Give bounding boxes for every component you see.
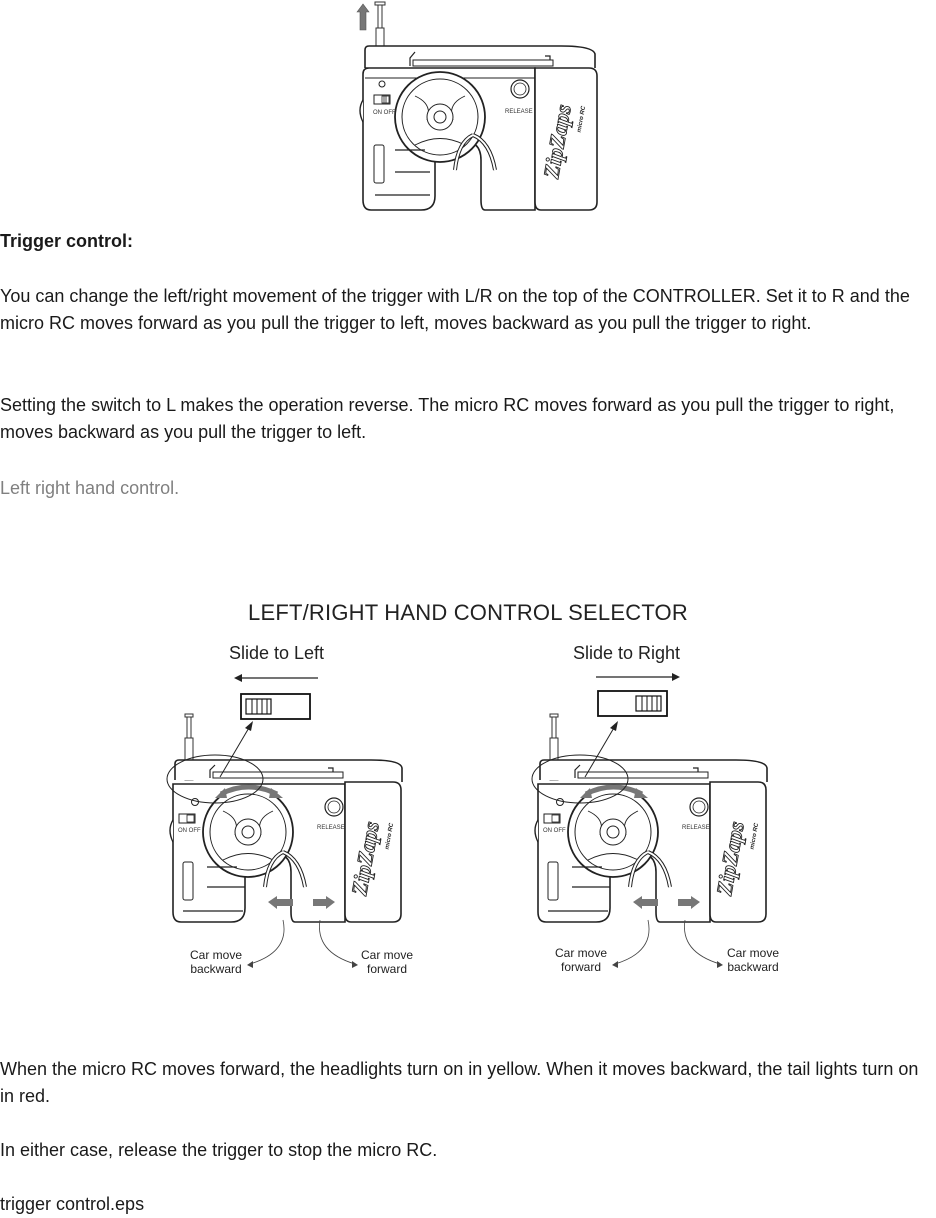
paragraph-release: In either case, release the trigger to s…	[0, 1140, 438, 1160]
release-label: RELEASE	[505, 109, 533, 115]
release-label: RELEASE	[682, 825, 710, 831]
selector-switch-right	[597, 690, 668, 717]
paragraph-trigger-l: Setting the switch to L makes the operat…	[0, 395, 895, 442]
slide-right-label: Slide to Right	[573, 643, 681, 663]
brand-sub-label: micro RC	[577, 105, 588, 133]
selector-switch-left	[240, 693, 311, 720]
antenna-extend-arrow-icon	[356, 3, 370, 31]
controller-illustration-right: ON OFF RELEASE ZipZaps micro RC	[531, 713, 768, 968]
trigger-left-arrow-icon	[633, 896, 658, 909]
slide-right-arrow-icon	[596, 673, 680, 681]
switch-label: ON OFF	[178, 828, 201, 834]
power-switch-icon	[373, 94, 391, 105]
brand-logo: ZipZaps	[711, 819, 749, 898]
section-heading: Trigger control:	[0, 231, 134, 251]
file-label: trigger control.eps	[0, 1194, 145, 1214]
trigger-left-arrow-icon	[268, 896, 293, 909]
paragraph-trigger-r: You can change the left/right movement o…	[0, 286, 910, 333]
trigger-right-arrow-icon	[678, 896, 700, 909]
brand-sub-label: micro RC	[750, 822, 761, 850]
switch-label: ON OFF	[373, 110, 396, 116]
paragraph-lights: When the micro RC moves forward, the hea…	[0, 1059, 919, 1106]
controller-illustration-top: ON OFF RELEASE ZipZaps micro RC	[356, 1, 598, 211]
brand-sub-label: micro RC	[385, 822, 396, 850]
slide-left-label: Slide to Left	[229, 643, 325, 663]
trigger-right-arrow-icon	[313, 896, 335, 909]
release-label: RELEASE	[317, 825, 345, 831]
controller-illustration-left: ON OFF RELEASE ZipZaps micro RC	[166, 713, 403, 968]
switch-label: ON OFF	[543, 828, 566, 834]
diagram-title: LEFT/RIGHT HAND CONTROL SELECTOR	[248, 600, 688, 625]
slide-left-arrow-icon	[234, 674, 318, 682]
figure-caption: Left right hand control.	[0, 478, 180, 498]
